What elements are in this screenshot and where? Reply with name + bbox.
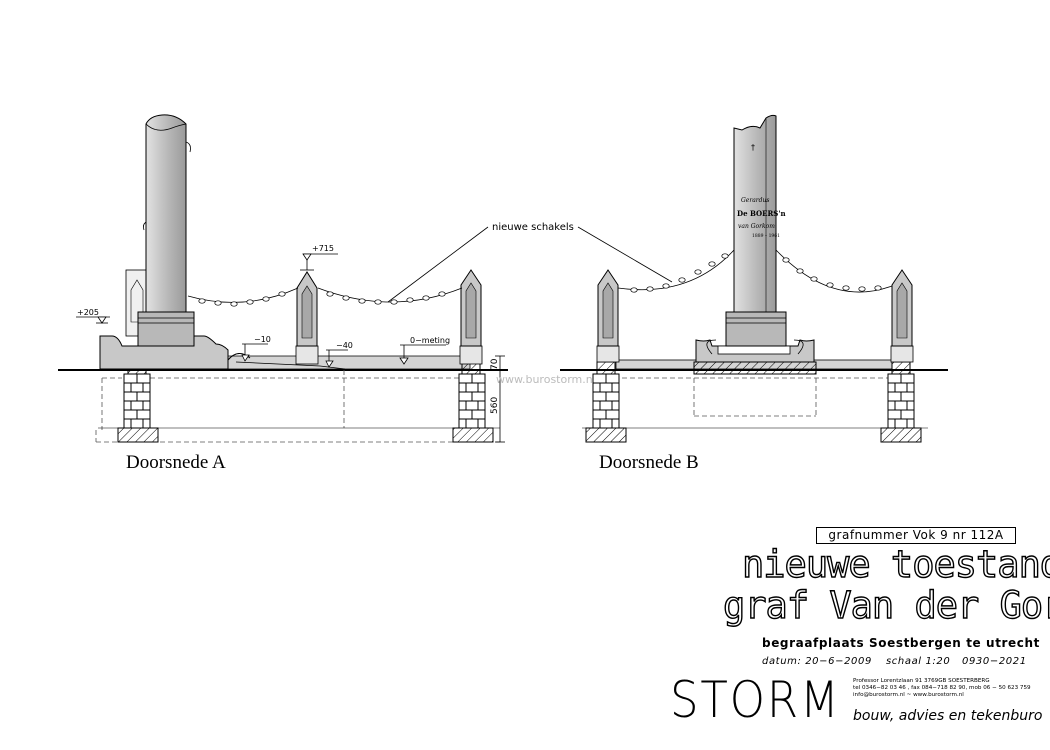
level-m10-label: −10 <box>254 335 271 344</box>
brick-pier-b-left <box>585 361 627 443</box>
dim-70-label: 70 <box>490 358 500 370</box>
right-post-b <box>890 269 914 363</box>
broken-column-a <box>145 114 187 313</box>
ground-slab-a <box>227 355 471 370</box>
foundation-outline-a <box>95 370 500 443</box>
middle-post-a <box>295 271 319 365</box>
leader-line-a <box>387 226 489 303</box>
section-b: † Gerardus De BOERS'n van Gorkom 1889 – … <box>560 114 948 443</box>
grafnummer-box: grafnummer Vok 9 nr 112A <box>816 527 1016 544</box>
chain-b-left <box>617 249 735 291</box>
brick-pier-a-left <box>117 361 159 443</box>
nulmeting-label: 0−meting <box>410 336 450 345</box>
dim-560-label: 560 <box>490 397 500 414</box>
column-plinth-b <box>725 311 787 347</box>
section-a-caption: Doorsnede A <box>126 452 226 473</box>
address-line-2: tel 0346−82 03 46 , fax 084−718 82 90, m… <box>853 685 1031 691</box>
inscription-line-3: van Gorkom <box>738 223 775 230</box>
company-tagline: bouw, advies en tekenburo <box>853 708 1043 724</box>
dimension-line-a <box>495 355 505 443</box>
foundation-slab-b <box>693 361 817 375</box>
schakels-label: nieuwe schakels <box>492 222 574 233</box>
inscription-line-1: Gerardus <box>741 197 769 204</box>
location-text: begraafplaats Soestbergen te utrecht <box>762 636 1040 650</box>
column-hook-a <box>185 141 191 153</box>
column-plinth-a <box>137 311 195 347</box>
level-205-label: +205 <box>77 308 99 317</box>
title-line-1: nieuwe toestand <box>741 543 1050 586</box>
cross-icon: † <box>751 143 755 152</box>
base-b-white-band <box>717 345 791 355</box>
title-line-2: graf Van der Gors <box>722 584 1050 627</box>
chain-links-b <box>630 253 882 293</box>
brick-pier-a-right <box>452 361 494 443</box>
level-markers-a <box>76 253 446 368</box>
level-m40-label: −40 <box>336 341 353 350</box>
brick-pier-b-right <box>880 361 922 443</box>
slope-a <box>235 361 346 370</box>
chain-b-right <box>775 249 893 293</box>
address-line-3: info@burostorm.nl ~ www.burostorm.nl <box>853 692 964 698</box>
inscription-line-2: De BOERS'n <box>737 209 786 218</box>
section-a: +205 +715 −10 −40 0−meting 70 560 www.bu… <box>58 114 596 443</box>
monument-base-a <box>99 335 229 370</box>
company-logo: STORM <box>670 671 841 729</box>
watermark-a: www.burostorm.nl <box>496 373 596 386</box>
level-715-label: +715 <box>312 244 334 253</box>
foundation-outline-b <box>622 377 888 417</box>
leader-line-b <box>577 226 673 283</box>
section-b-caption: Doorsnede B <box>599 452 699 473</box>
right-post-a <box>459 269 483 365</box>
left-post-b <box>596 269 620 363</box>
address-line-1: Professor Lorentzlaan 91 3769GB SOESTERB… <box>853 678 990 684</box>
date-text: datum: 20−6−2009 <box>762 656 872 667</box>
scale-text: schaal 1:20 <box>886 656 951 667</box>
project-number: 0930−2021 <box>962 656 1027 667</box>
broken-column-b <box>733 114 777 313</box>
chain-links-a <box>198 291 446 307</box>
inscription-line-4: 1889 – 1961 <box>752 233 780 239</box>
